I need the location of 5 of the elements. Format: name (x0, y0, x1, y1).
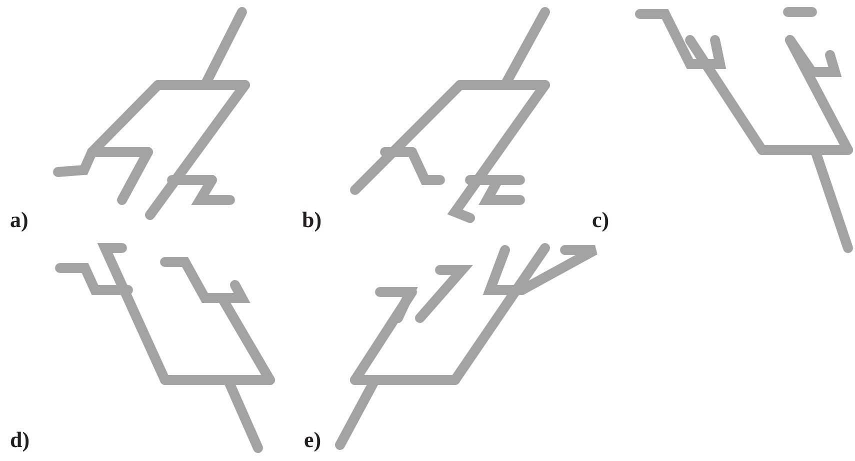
panel-label: b) (302, 208, 322, 232)
panel-label: a) (10, 208, 28, 232)
panel-label: c) (592, 208, 610, 232)
panel-label: d) (10, 428, 30, 452)
panel-label: e) (304, 428, 322, 452)
